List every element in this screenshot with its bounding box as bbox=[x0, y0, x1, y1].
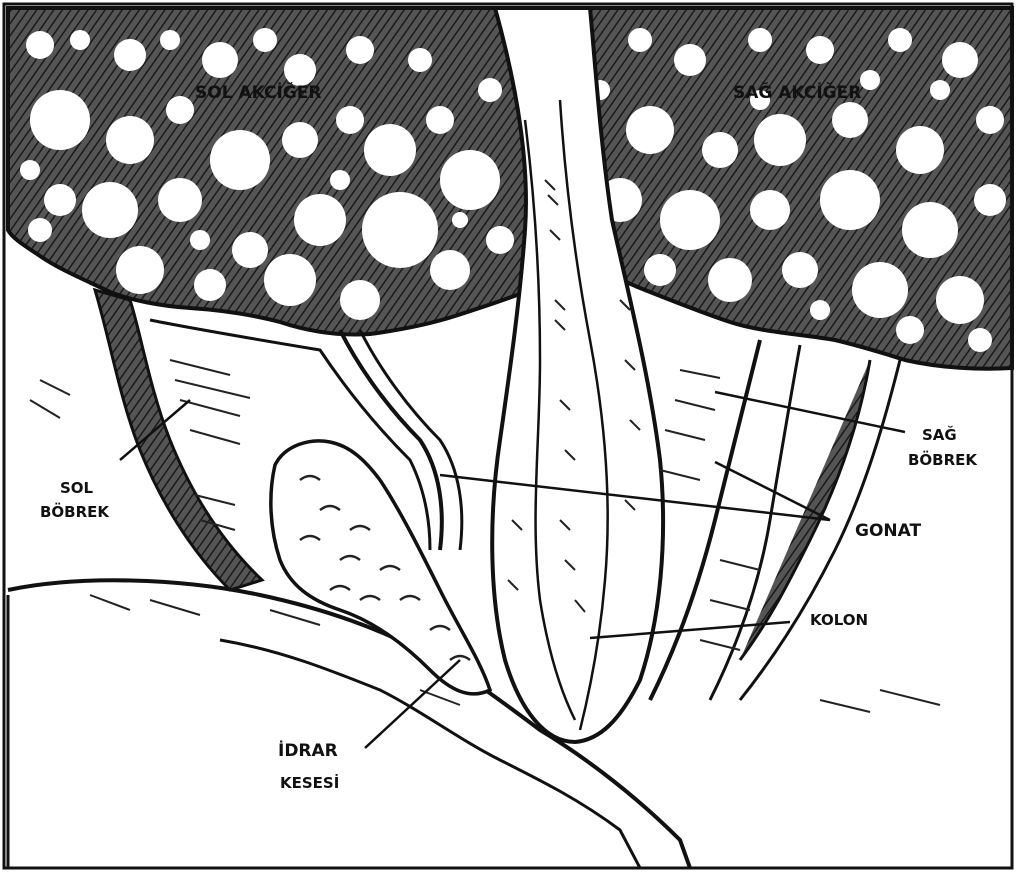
label-right-kidney-line1: SAĞ bbox=[922, 425, 957, 444]
label-left-kidney-line1: SOL bbox=[60, 479, 94, 497]
label-bladder-line2: KESESİ bbox=[280, 773, 339, 792]
label-gonad: GONAT bbox=[855, 521, 921, 541]
label-left-kidney-line2: BÖBREK bbox=[40, 502, 110, 521]
label-right-lung: SAĞ AKCİĞER bbox=[733, 81, 861, 103]
label-left-lung: SOL AKCİĞER bbox=[195, 81, 321, 103]
label-bladder-line1: İDRAR bbox=[278, 739, 338, 761]
label-colon: KOLON bbox=[810, 611, 868, 629]
label-right-kidney-line2: BÖBREK bbox=[908, 450, 978, 469]
